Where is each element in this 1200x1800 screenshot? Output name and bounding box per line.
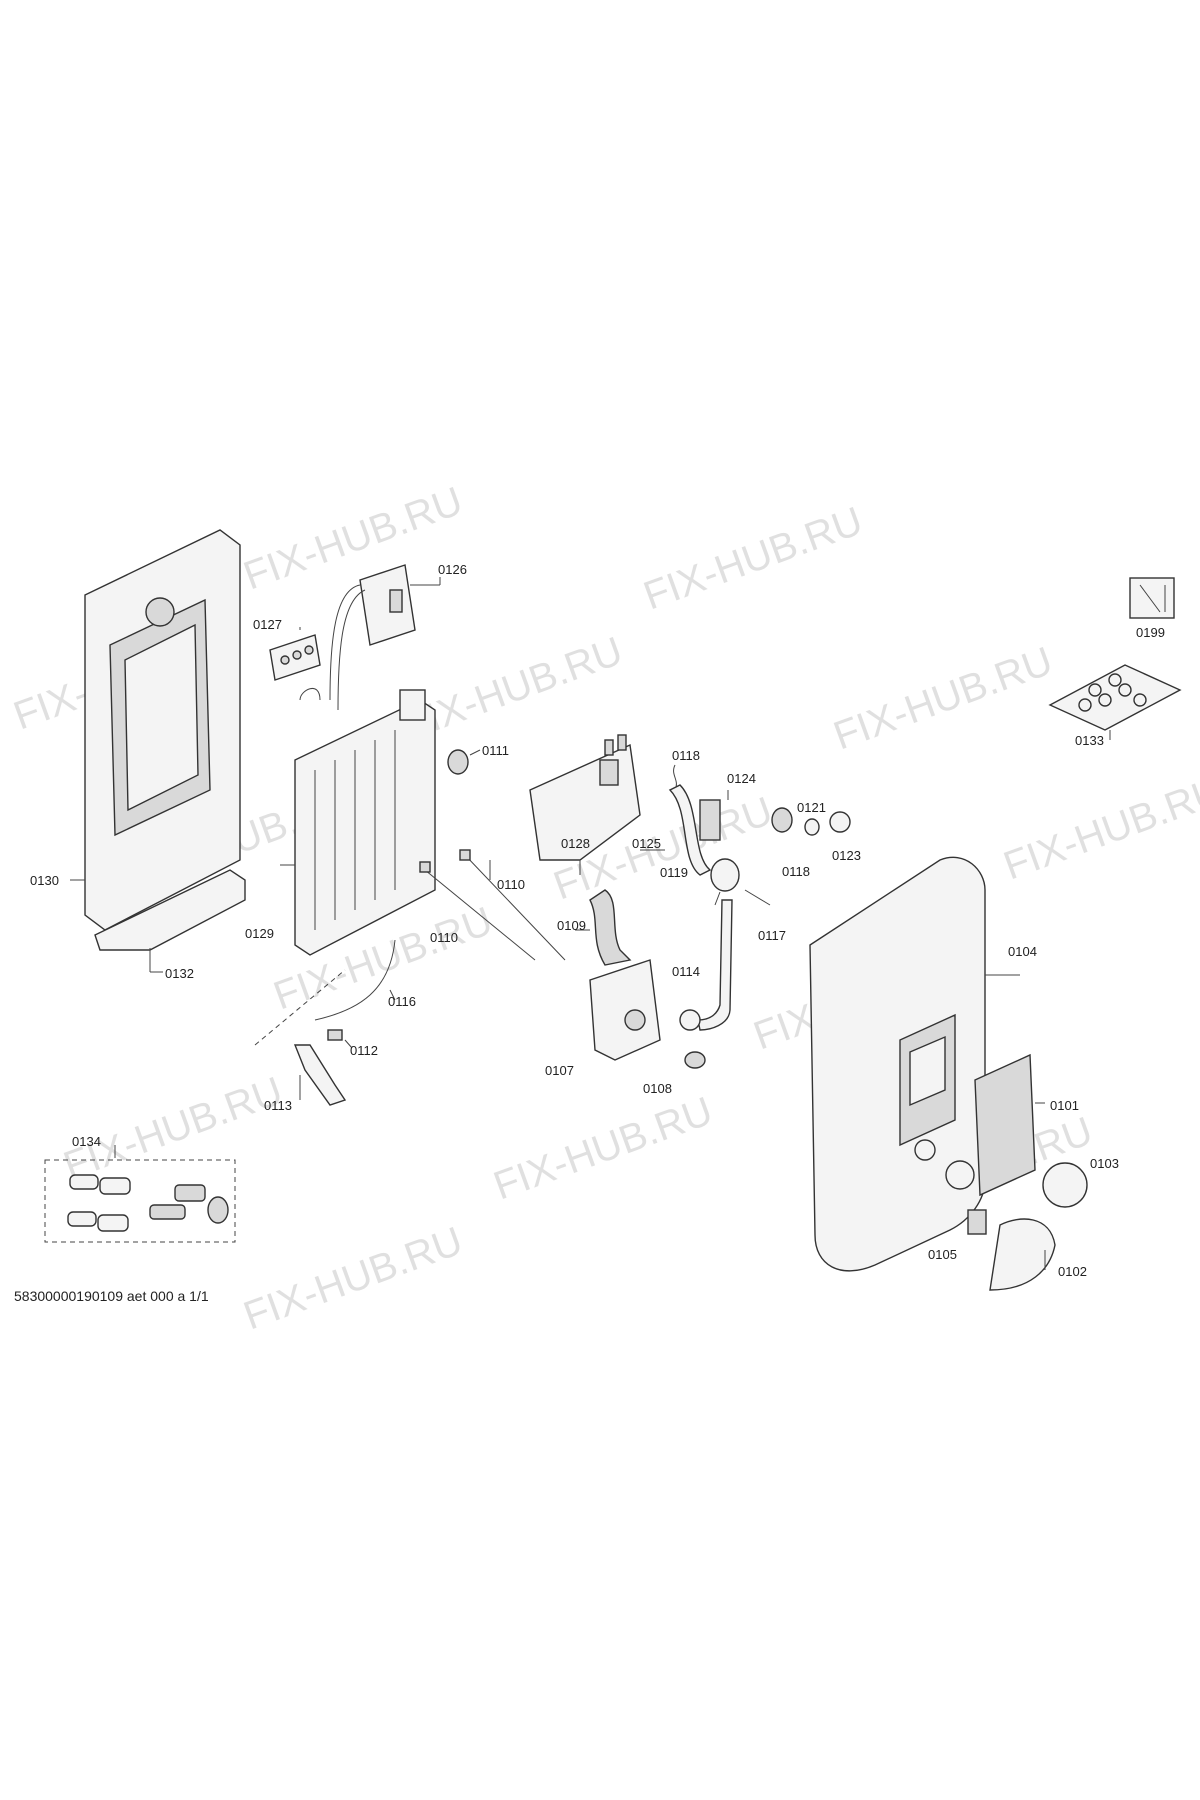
part-0132-bracket — [94, 869, 246, 973]
label-0110-bottom: 0110 — [430, 930, 458, 945]
label-0121: 0121 — [797, 800, 826, 815]
watermark: FIX-HUB.RU — [238, 479, 468, 599]
label-0126: 0126 — [438, 562, 467, 577]
label-0127: 0127 — [253, 617, 282, 632]
part-0101-display-panel — [974, 1053, 1045, 1197]
label-0101: 0101 — [1050, 1098, 1079, 1113]
label-0111: 0111 — [482, 743, 509, 758]
label-0109: 0109 — [557, 918, 586, 933]
part-0134-connection-kit — [44, 1145, 236, 1243]
part-0113-ground-lead — [254, 969, 347, 1106]
document-footer-id: 58300000190109 aet 000 a 1/1 — [14, 1288, 209, 1304]
label-0132: 0132 — [165, 966, 194, 981]
part-0124-holder — [699, 790, 729, 841]
part-0112-clip — [327, 1029, 353, 1049]
watermark: FIX-HUB.RU — [58, 1069, 288, 1189]
part-0104-front-cover — [809, 856, 1020, 1272]
label-0103: 0103 — [1090, 1156, 1119, 1171]
label-0107: 0107 — [545, 1063, 574, 1078]
label-0128: 0128 — [561, 836, 590, 851]
watermark: FIX-HUB.RU — [638, 499, 868, 619]
watermark: FIX-HUB.RU — [828, 639, 1058, 759]
part-0119-valve — [710, 858, 740, 906]
part-0127-terminal-block — [269, 627, 321, 701]
part-0116-cable — [314, 939, 396, 1021]
part-0110-rods — [419, 849, 566, 961]
label-0133: 0133 — [1075, 733, 1104, 748]
part-0102-flap — [989, 1218, 1056, 1291]
label-0134: 0134 — [72, 1134, 101, 1149]
label-0102: 0102 — [1058, 1264, 1087, 1279]
part-0109-ribbon-cable — [575, 889, 632, 966]
part-0111-fitting — [447, 749, 481, 775]
label-0119: 0119 — [660, 865, 688, 880]
part-0105-connector — [967, 1209, 987, 1235]
label-0118-bottom: 0118 — [782, 864, 810, 879]
part-0126-control-unit — [329, 564, 441, 711]
part-labels: 0126 0127 0111 0118 0124 0121 0123 0125 … — [30, 562, 1165, 1279]
label-0129: 0129 — [245, 926, 274, 941]
label-0112: 0112 — [350, 1043, 378, 1058]
label-0118-top: 0118 — [672, 748, 700, 763]
part-0128-circuit-board — [529, 734, 641, 875]
label-0199: 0199 — [1136, 625, 1165, 640]
wrench-screwdriver-icon — [1129, 577, 1175, 619]
label-0130: 0130 — [30, 873, 59, 888]
watermark: FIX-HUB.RU — [998, 769, 1200, 889]
label-0110-top: 0110 — [497, 877, 525, 892]
part-0129-heating-element — [280, 689, 436, 956]
watermark: FIX-HUB.RU — [488, 1089, 718, 1209]
label-0113: 0113 — [264, 1098, 292, 1113]
part-0117-pin — [744, 889, 771, 906]
label-0117: 0117 — [758, 928, 786, 943]
label-0104: 0104 — [1008, 944, 1037, 959]
part-0121-0123-fittings — [771, 807, 851, 836]
label-0114: 0114 — [672, 964, 700, 979]
label-0124: 0124 — [727, 771, 756, 786]
watermark: FIX-HUB.RU — [238, 1219, 468, 1339]
part-0130-back-frame — [70, 529, 241, 931]
part-0114-pipe — [679, 899, 733, 1031]
label-0125: 0125 — [632, 836, 661, 851]
part-0108-nozzle — [684, 1051, 706, 1069]
part-0103-knob — [1042, 1162, 1088, 1208]
label-0123: 0123 — [832, 848, 861, 863]
part-0107-sensor-housing — [589, 959, 661, 1061]
label-0116: 0116 — [388, 994, 416, 1009]
part-0133-seal-kit — [1048, 664, 1182, 740]
part-0125-hose — [640, 784, 712, 876]
label-0105: 0105 — [928, 1247, 957, 1262]
label-0108: 0108 — [643, 1081, 672, 1096]
